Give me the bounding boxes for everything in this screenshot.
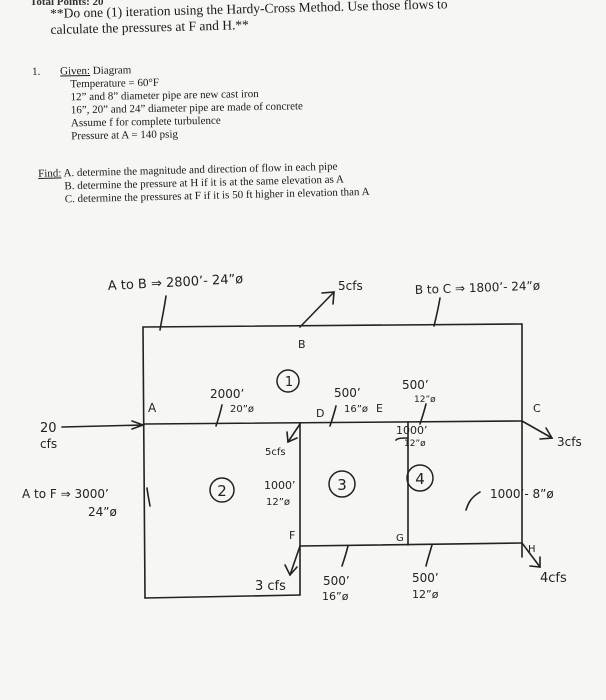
leader-a-to-b [159,295,167,331]
inflow-arrowhead-a [131,420,146,430]
pipe-a-d-e-c [144,420,523,425]
label-pipe-e2-length: 500’ [402,378,429,392]
label-outflow-c: 3cfs [557,435,582,449]
loop-4-number: 4 [415,470,425,488]
leader-pipe-e2 [419,403,427,425]
node-label-b: B [298,338,306,351]
outflow-arrowhead-f [284,564,298,577]
label-outflow-b: 5cfs [338,279,363,293]
outflow-arrow-c [521,420,553,439]
leader-pipe-e [329,405,337,427]
loop-3-number: 3 [337,476,347,494]
outflow-arrowhead-h [529,556,541,568]
header-cut-text: Total Points: 20 [30,0,104,8]
loop-3-circle [328,470,356,498]
label-pipe-e2-dia: 12”ø [414,395,436,405]
leader-pipe-fg [341,545,349,567]
label-inflow-a-value: 20 [40,421,57,436]
loop-1-number: 1 [285,375,293,390]
leader-b-to-c [433,297,441,327]
outflow-arrowhead-c [539,427,554,440]
pipe-a-b-c [142,323,523,328]
label-pipe-c-h: 1000’- 8”ø [490,487,554,501]
label-pipe-1-length: 2000’ [210,387,244,401]
pipe-a-f-bottom [144,594,301,599]
outflow-arrowhead-d [286,431,298,444]
node-label-g: G [396,533,404,544]
loop-4-circle [406,464,434,492]
node-label-f: F [289,529,295,542]
label-a-to-b: A to B ⇒ 2800’- 24”ø [107,272,243,294]
label-a-to-f-dia: 24”ø [88,505,117,519]
loop-2-circle [209,477,235,503]
outflow-arrow-d [287,423,301,443]
leader-a-to-f [146,487,151,507]
node-label-c: C [533,402,541,415]
outflow-arrow-b [299,291,335,328]
loop-1-circle [276,369,300,393]
leader-pipe-ef [395,437,409,441]
inflow-arrow-a [61,424,144,428]
node-label-h: H [528,544,536,555]
outflow-arrowhead-b [321,291,335,305]
label-pipe-1-dia: 20”ø [230,404,254,415]
node-label-d: D [316,407,324,420]
node-label-a: A [148,401,157,415]
label-pipe-gh-dia: 12”ø [412,588,439,601]
label-pipe-ef-dia: 12”ø [404,439,426,449]
leader-pipe-1 [215,404,223,427]
outflow-arrow-h [521,542,541,568]
label-a-to-f: A to F ⇒ 3000’ [22,487,109,501]
pipe-f-g-h [299,542,523,547]
label-inflow-a-unit: cfs [40,437,57,451]
node-label-e: E [376,402,383,415]
label-pipe-fg-dia: 16”ø [322,590,349,603]
outflow-arrow-f [289,545,301,576]
label-outflow-h: 4cfs [540,571,567,586]
label-outflow-f: 3 cfs [255,579,286,594]
leader-pipe-gh [425,544,433,567]
label-pipe-df-dia: 12”ø [266,497,290,508]
label-pipe-fg-length: 500’ [323,574,350,588]
label-outflow-d: 5cfs [265,447,286,458]
label-pipe-df-length: 1000’ [264,479,296,492]
leader-c-h [465,491,481,511]
label-pipe-gh-length: 500’ [412,571,439,585]
pipe-a-f [142,326,146,599]
label-b-to-c: B to C ⇒ 1800’- 24”ø [415,279,541,297]
label-pipe-e-length: 500’ [334,386,361,400]
label-pipe-e-dia: 16”ø [344,404,368,415]
loop-2-number: 2 [217,482,227,500]
label-pipe-ef-length: 1000’ [396,424,428,437]
